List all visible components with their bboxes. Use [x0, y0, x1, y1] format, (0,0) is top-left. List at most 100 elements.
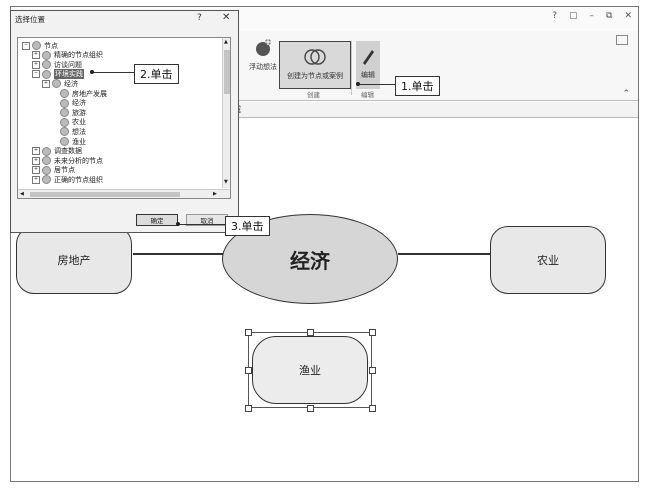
select-location-dialog: 选择位置 ? ✕ −节点+精确的节点组织+访谈问题−环境实践+经济房地产发展经济…: [10, 10, 239, 233]
pane-icon[interactable]: [616, 35, 628, 45]
scroll-left-icon[interactable]: ◀: [20, 191, 24, 197]
tree-item-label: 调查数据: [54, 147, 82, 156]
edit-button[interactable]: 编辑: [356, 41, 380, 89]
tree-item[interactable]: + 正确的节点组织: [32, 175, 103, 185]
tree-item[interactable]: 渔业: [52, 137, 86, 146]
tree-item[interactable]: + 经济: [42, 79, 78, 89]
ribbon-display-icon[interactable]: ▢: [569, 11, 578, 21]
tree-item-label: 想法: [72, 127, 86, 136]
node-icon: [42, 69, 51, 79]
node-icon: [42, 60, 51, 70]
minimize-icon[interactable]: –: [589, 11, 595, 21]
tree-item-label: 正确的节点组织: [54, 175, 103, 184]
tree-horizontal-scrollbar[interactable]: ◀ ▶: [18, 189, 230, 198]
resize-handle-nw[interactable]: [245, 329, 252, 336]
node-real-estate[interactable]: 房地产: [16, 226, 132, 294]
resize-handle-e[interactable]: [369, 367, 376, 374]
float-idea-button[interactable]: 浮动想法: [239, 37, 287, 85]
tree-item[interactable]: +未来分析的节点: [32, 156, 103, 166]
expand-toggle-icon[interactable]: −: [32, 70, 40, 79]
ribbon-group-create-label: 创建: [307, 91, 320, 99]
dialog-help-icon[interactable]: ?: [197, 13, 202, 23]
tree-item-label: 居节点: [54, 166, 75, 175]
dialog-close-icon[interactable]: ✕: [222, 12, 231, 23]
scroll-right-icon[interactable]: ▶: [213, 191, 217, 197]
node-icon: [32, 41, 41, 50]
tree-item[interactable]: + 访谈问题: [32, 60, 82, 70]
ok-button[interactable]: 确定: [136, 214, 178, 226]
callout-3-dot: [176, 222, 180, 226]
tree-item-label: 节点: [44, 41, 58, 50]
tree-item-label: 经济: [64, 79, 78, 88]
connector-left: [133, 253, 223, 255]
resize-handle-se[interactable]: [369, 405, 376, 412]
node-icon: [60, 108, 69, 118]
resize-handle-n[interactable]: [307, 329, 314, 336]
resize-handle-sw[interactable]: [245, 405, 252, 412]
connector-right: [398, 253, 490, 255]
tree-item-label: 渔业: [72, 137, 86, 146]
node-icon: [52, 79, 61, 89]
window-controls: ? ▢ – ⧉ ✕: [552, 11, 632, 21]
node-icon: [60, 98, 69, 108]
tree-item[interactable]: − 节点: [22, 41, 58, 50]
callout-2-pointer: [92, 72, 134, 73]
callout-3-pointer: [178, 224, 225, 225]
close-icon[interactable]: ✕: [624, 11, 632, 21]
tree-item-label: 环境实践: [54, 69, 84, 80]
tree-item[interactable]: + 居节点: [32, 165, 75, 175]
expand-toggle-icon[interactable]: +: [32, 175, 40, 184]
expand-toggle-icon[interactable]: +: [42, 79, 50, 88]
scroll-down-icon[interactable]: ▼: [224, 179, 228, 185]
create-as-node-or-case-button[interactable]: 创建为节点或案例: [279, 41, 351, 89]
node-fishery[interactable]: 渔业: [252, 336, 368, 404]
scroll-up-icon[interactable]: ▲: [224, 39, 228, 45]
pencil-icon: [363, 50, 374, 65]
tree-vertical-scrollbar[interactable]: ▲ ▼: [222, 38, 230, 188]
resize-handle-ne[interactable]: [369, 329, 376, 336]
tree-item-label: 房地产发展: [72, 89, 107, 98]
tree-item[interactable]: + 调查数据: [32, 146, 82, 156]
edit-label: 编辑: [361, 71, 375, 79]
expand-toggle-icon[interactable]: +: [32, 156, 40, 165]
expand-toggle-icon[interactable]: +: [32, 166, 40, 175]
ribbon-group-edit-label: 编辑: [361, 91, 374, 99]
expand-toggle-icon[interactable]: +: [32, 147, 40, 156]
tree-item[interactable]: 旅游: [52, 108, 86, 118]
tree-item-label: 旅游: [72, 108, 86, 117]
tree-item[interactable]: 房地产发展: [52, 89, 107, 98]
expand-toggle-icon[interactable]: +: [32, 51, 40, 60]
node-icon: [42, 50, 51, 60]
node-icon: [42, 156, 51, 166]
tree-horizontal-scroll-thumb[interactable]: [30, 192, 180, 197]
expand-toggle-icon[interactable]: +: [32, 60, 40, 69]
tree-item[interactable]: + 精确的节点组织: [32, 50, 103, 60]
tree-item[interactable]: 想法: [52, 127, 86, 137]
node-icon: [42, 165, 51, 175]
tree-item[interactable]: 经济: [52, 98, 86, 108]
float-idea-label: 浮动想法: [249, 63, 277, 71]
node-icon: [42, 175, 51, 185]
resize-handle-w[interactable]: [245, 367, 252, 374]
tree-item[interactable]: 农业: [52, 117, 86, 127]
cancel-button[interactable]: 取消: [186, 214, 228, 226]
tree-vertical-scroll-thumb[interactable]: [224, 50, 230, 94]
callout-step-2: 2.单击: [134, 64, 179, 84]
node-agriculture[interactable]: 农业: [490, 226, 606, 294]
tree-item-label: 精确的节点组织: [54, 51, 103, 60]
collapse-ribbon-icon[interactable]: ⌃: [622, 89, 630, 99]
create-as-node-label: 创建为节点或案例: [287, 72, 343, 80]
restore-icon[interactable]: ⧉: [606, 11, 613, 21]
float-idea-icon: [256, 39, 271, 56]
callout-1-pointer: [358, 84, 395, 85]
tree-item[interactable]: − 环境实践: [32, 69, 84, 80]
resize-handle-s[interactable]: [307, 405, 314, 412]
tree-item-label: 访谈问题: [54, 60, 82, 69]
expand-toggle-icon[interactable]: −: [22, 41, 30, 50]
callout-1-dot: [356, 82, 360, 86]
node-icon: [42, 146, 51, 156]
node-icon: [60, 137, 69, 146]
node-icon: [60, 127, 69, 137]
node-tree[interactable]: −节点+精确的节点组织+访谈问题−环境实践+经济房地产发展经济旅游农业想法渔业+…: [17, 37, 231, 199]
help-icon[interactable]: ?: [552, 11, 557, 21]
